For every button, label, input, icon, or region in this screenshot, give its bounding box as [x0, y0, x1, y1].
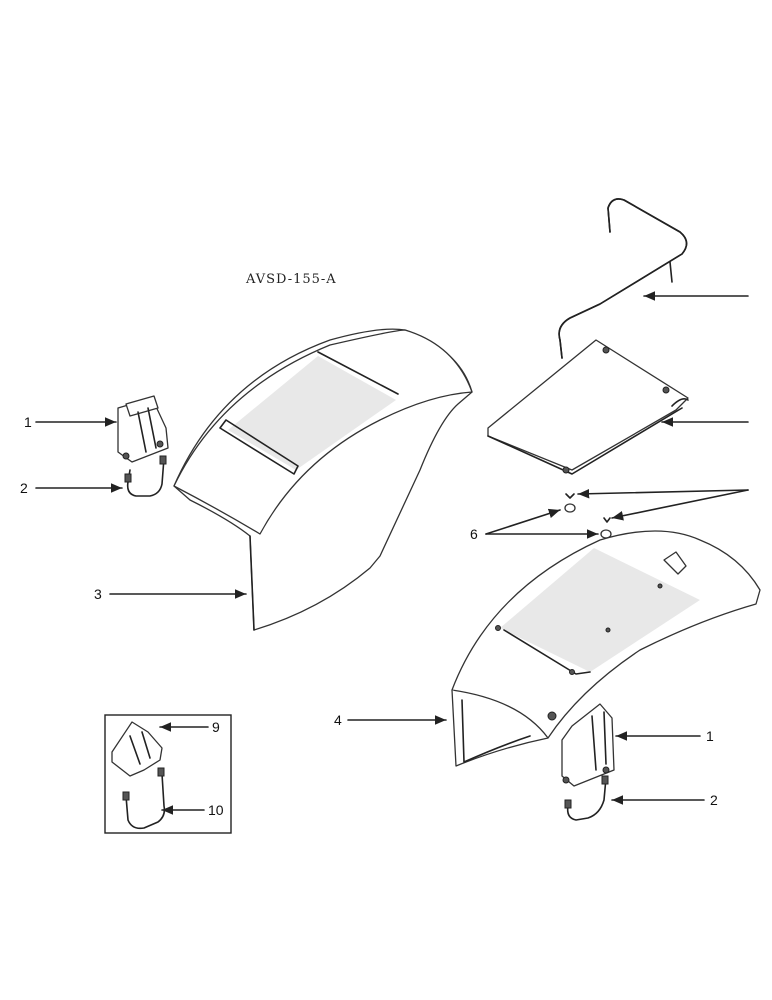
callout-10: 10	[208, 802, 224, 818]
callout-9: 9	[212, 719, 220, 735]
callout-3: 3	[94, 586, 102, 602]
inset-box	[104, 714, 232, 834]
callout-6: 6	[470, 526, 478, 542]
u-bolt-right	[564, 775, 609, 821]
grab-handle	[558, 198, 688, 359]
mounting-bracket-right	[561, 703, 615, 787]
callout-4: 4	[334, 712, 342, 728]
callout-labels: 1 2 3 4 6 9 10 1 2	[20, 414, 718, 818]
fender-right	[451, 530, 761, 767]
callout-1-left: 1	[24, 414, 32, 430]
callout-2-right: 2	[710, 792, 718, 808]
u-bolt-left	[124, 455, 167, 497]
fender-left	[173, 328, 473, 631]
callout-1-right: 1	[706, 728, 714, 744]
seat-plate	[487, 339, 689, 475]
diagram-title: AVSD-155-A	[246, 272, 337, 287]
callout-2-left: 2	[20, 480, 28, 496]
mounting-bracket-left	[117, 395, 169, 463]
leader-lines	[35, 291, 749, 815]
hardware-nuts	[564, 493, 612, 539]
